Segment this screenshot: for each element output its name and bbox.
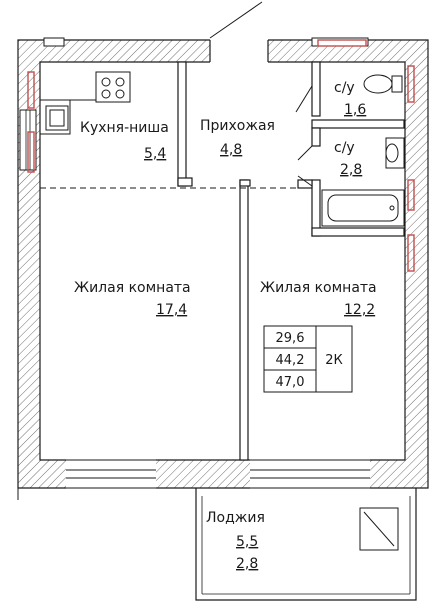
loggia-label: Лоджия (206, 510, 265, 526)
living-room-2-area: 12,2 (344, 302, 375, 318)
washbasin-icon (385, 137, 405, 169)
loggia-area: 5,5 (236, 534, 258, 550)
interior-walls (177, 61, 405, 461)
living-room-1-label: Жилая комната (74, 280, 191, 296)
total-area-value: 44,2 (276, 353, 305, 368)
loggia-area-reduced: 2,8 (236, 556, 258, 572)
door-swings (295, 85, 313, 187)
toilet-icon (363, 74, 403, 94)
radiators (27, 39, 415, 272)
bathtub-icon (321, 189, 405, 227)
kitchen-label: Кухня-ниша (80, 120, 169, 136)
loggia (17, 487, 417, 601)
kitchen-area: 5,4 (144, 146, 166, 162)
sink-icon (45, 105, 69, 131)
entrance-arrow (209, 1, 263, 39)
kitchen-counter (40, 99, 96, 135)
bathroom-1-label: с/у (334, 80, 355, 96)
total-with-loggia-value: 47,0 (276, 375, 305, 390)
apartment-type: 2К (325, 353, 343, 368)
stove-icon (95, 71, 131, 103)
hallway-label: Прихожая (200, 118, 275, 134)
exterior-walls (17, 37, 429, 490)
living-room-2-label: Жилая комната (260, 280, 377, 296)
bathroom-1-area: 1,6 (344, 102, 366, 118)
living-area-value: 29,6 (276, 331, 305, 346)
bathroom-2-area: 2,8 (340, 162, 362, 178)
living-room-1-area: 17,4 (156, 302, 187, 318)
area-summary-table: 29,6 44,2 47,0 2К (263, 325, 353, 393)
bathroom-2-label: с/у (334, 140, 355, 156)
hallway-area: 4,8 (220, 142, 242, 158)
